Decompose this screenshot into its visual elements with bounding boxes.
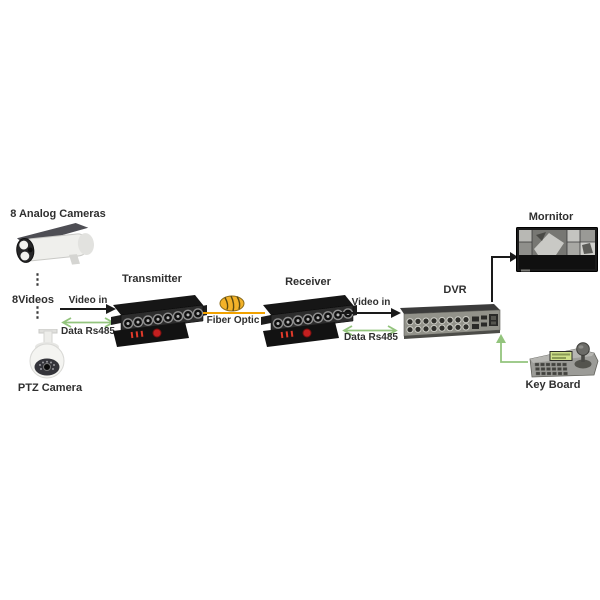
keyboard-icon [524,341,600,386]
joystick-knob [576,342,590,356]
ptz-camera-icon [17,328,81,388]
dvr-label: DVR [443,284,467,296]
data-rs485-right-arrow-icon [342,325,398,336]
ellipsis-icon: ⋮ [30,304,45,321]
monitor-icon [516,227,598,278]
video-in-left-arrow-icon [60,304,116,314]
fiber-optic-label: Fiber Optic [206,315,260,326]
keyboard-label: Key Board [525,379,581,391]
data-rs485-left-label: Data Rs485 [61,326,115,337]
transmitter-label: Transmitter [122,273,182,285]
video-in-left-label: Video in [68,295,108,306]
joystick-base [574,359,592,369]
ptz-camera-label: PTZ Camera [17,382,83,394]
video-in-right-label: Video in [351,297,391,308]
bullet-camera-icon [12,222,104,275]
monitor-label: Mornitor [528,211,574,223]
receiver-label: Receiver [285,276,331,288]
fiber-line [203,312,265,314]
fiber-coil-icon [218,294,246,318]
videos-label: 8Videos [12,294,54,306]
dvr-to-monitor-arrow-icon [491,252,518,302]
keyboard-to-dvr-arrow-icon [496,334,528,363]
video-in-right-arrow-icon [341,308,401,318]
transmitter-device-icon [111,291,207,352]
keyboard-lcd [549,351,573,361]
dvr-device-icon [400,301,504,348]
ellipsis-icon: ⋮ [30,271,45,288]
keyboard-keys [534,362,568,376]
analog-cameras-label: 8 Analog Cameras [10,208,106,220]
data-rs485-right-label: Data Rs485 [344,332,398,343]
